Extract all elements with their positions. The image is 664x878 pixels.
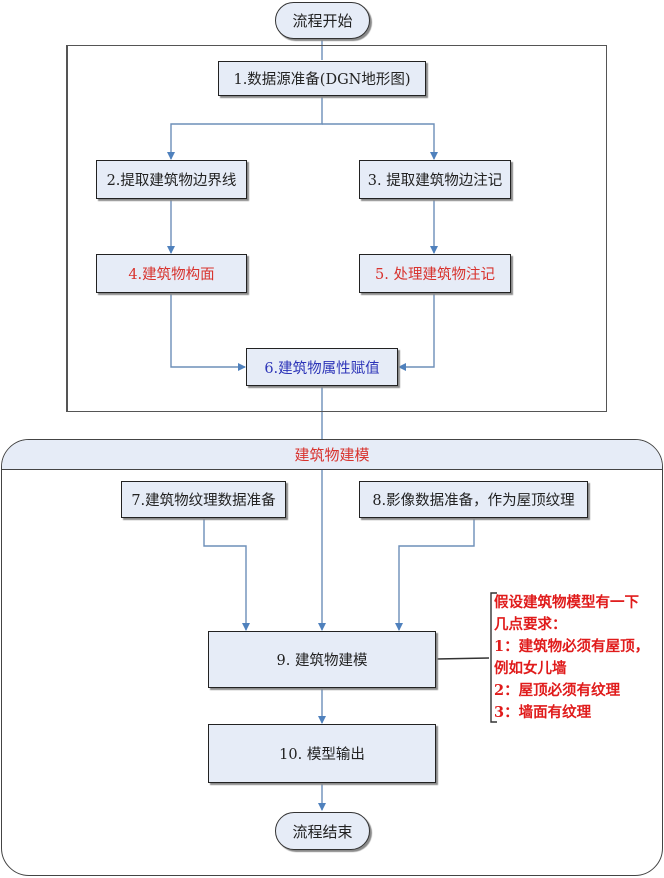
annotation-line: 3：墙面有纹理 [494, 704, 592, 721]
swimlane-building-modeling: 建筑物建模 [1, 439, 663, 876]
step-7-texture-data[interactable]: 7.建筑物纹理数据准备 [121, 481, 286, 518]
step-2-extract-boundary[interactable]: 2.提取建筑物边界线 [96, 160, 247, 199]
step-6-assign-attributes[interactable]: 6.建筑物属性赋值 [246, 348, 398, 386]
annotation-line: 例如女儿墙 [494, 660, 567, 677]
swimlane-title: 建筑物建模 [2, 440, 662, 470]
step-8-imagery-data[interactable]: 8.影像数据准备，作为屋顶纹理 [359, 481, 588, 518]
end-terminal[interactable]: 流程结束 [275, 812, 370, 850]
step-4-build-faces[interactable]: 4.建筑物构面 [96, 254, 247, 293]
annotation-line: 2：屋顶必须有纹理 [494, 682, 621, 699]
step-3-extract-annotation[interactable]: 3. 提取建筑物边注记 [359, 160, 511, 199]
requirements-annotation: 假设建筑物模型有一下 几点要求： 1：建筑物必须有屋顶， 例如女儿墙 2：屋顶必… [489, 592, 661, 723]
start-terminal[interactable]: 流程开始 [275, 2, 370, 39]
step-5-process-annotation[interactable]: 5. 处理建筑物注记 [359, 254, 511, 293]
step-9-building-modeling[interactable]: 9. 建筑物建模 [208, 631, 436, 688]
annotation-line: 假设建筑物模型有一下 [494, 594, 639, 611]
step-10-model-output[interactable]: 10. 模型输出 [208, 724, 436, 783]
step-1-data-source[interactable]: 1.数据源准备(DGN地形图) [218, 61, 426, 96]
preprocessing-frame [66, 45, 607, 412]
annotation-line: 1：建筑物必须有屋顶， [494, 638, 650, 655]
annotation-line: 几点要求： [494, 616, 567, 633]
